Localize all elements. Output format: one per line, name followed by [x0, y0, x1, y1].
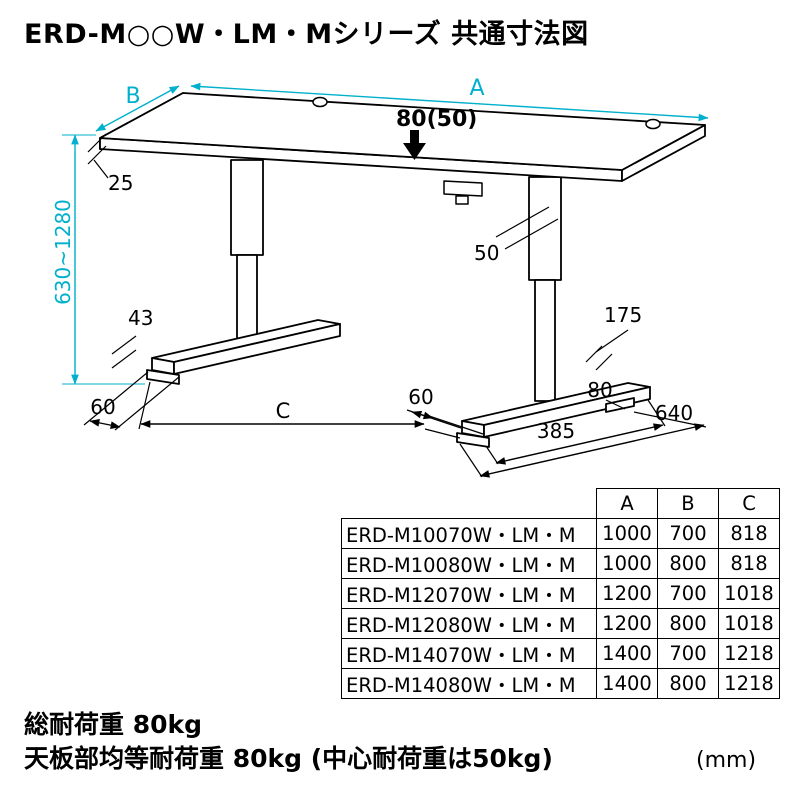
value-c: 1018 — [718, 578, 780, 609]
dim-label-feet-span: C — [276, 399, 291, 423]
dim-line-depth-b — [95, 85, 180, 132]
black-dimensions — [83, 133, 707, 478]
value-c: 1218 — [718, 638, 780, 669]
left-foot-front-pad — [146, 369, 180, 385]
value-c: 818 — [718, 518, 780, 549]
value-b: 800 — [657, 548, 719, 579]
model-name: ERD-M12080W・LM・M — [341, 608, 597, 639]
model-name: ERD-M10080W・LM・M — [341, 548, 597, 579]
model-name: ERD-M12070W・LM・M — [341, 578, 597, 609]
table-row: ERD-M12070W・LM・M 1200 700 1018 — [341, 578, 780, 609]
value-a: 1400 — [596, 638, 658, 669]
dim-label-depth-b: B — [125, 84, 140, 109]
controller-knob — [455, 195, 469, 205]
table-corner-cell — [341, 488, 597, 519]
table-header-row: A B C — [341, 488, 780, 519]
dim-label-foot-total: 640 — [655, 401, 693, 425]
table-row: ERD-M10070W・LM・M 1000 700 818 — [341, 518, 780, 549]
table-row: ERD-M14080W・LM・M 1400 800 1218 — [341, 668, 780, 699]
grommet-offset-marker — [403, 130, 426, 160]
value-b: 700 — [657, 578, 719, 609]
controller-box — [443, 180, 483, 197]
grommet-hole-right — [645, 118, 661, 130]
left-leg — [146, 159, 341, 385]
right-column-lower — [534, 279, 556, 402]
dim-label-width-a: A — [469, 76, 484, 101]
right-foot-rear-pad — [605, 397, 635, 413]
dim-label-front-pad-right: 60 — [408, 385, 433, 409]
grommet-hole-left — [312, 96, 328, 108]
dim-label-height-range: 630~1280 — [51, 199, 75, 305]
value-b: 700 — [657, 638, 719, 669]
dim-line-width-a — [190, 82, 709, 122]
desk-dimension-diagram: B A 630~1280 80(50) — [51, 76, 709, 478]
table-row: ERD-M12080W・LM・M 1200 800 1018 — [341, 608, 780, 639]
table-row: ERD-M10080W・LM・M 1000 800 818 — [341, 548, 780, 579]
value-b: 700 — [657, 518, 719, 549]
value-b: 800 — [657, 608, 719, 639]
value-a: 1200 — [596, 578, 658, 609]
value-a: 1200 — [596, 608, 658, 639]
dim-label-front-pad-left: 60 — [90, 395, 115, 419]
dim-label-foot-height: 43 — [128, 306, 153, 330]
dim-label-top-thickness: 25 — [108, 171, 133, 195]
dim-label-rear-pad: 80 — [587, 378, 612, 402]
value-a: 1400 — [596, 668, 658, 699]
table-header-a: A — [596, 488, 658, 519]
value-c: 1218 — [718, 668, 780, 699]
cyan-dimensions — [62, 82, 709, 385]
right-column-upper — [528, 176, 562, 281]
value-c: 1018 — [718, 608, 780, 639]
value-c: 818 — [718, 548, 780, 579]
model-name: ERD-M14080W・LM・M — [341, 668, 597, 699]
model-name: ERD-M14070W・LM・M — [341, 638, 597, 669]
value-a: 1000 — [596, 518, 658, 549]
unit-label: (mm) — [696, 748, 757, 773]
surface-load-note: 天板部均等耐荷重 80kg (中心耐荷重は50kg) — [24, 744, 553, 773]
value-a: 1000 — [596, 548, 658, 579]
left-foot-side — [173, 323, 341, 375]
dim-label-grommet-offset: 80(50) — [396, 107, 477, 132]
left-column-upper — [230, 159, 264, 256]
page-title: ERD-M○○W・LM・Mシリーズ 共通寸法図 — [24, 19, 589, 50]
model-name: ERD-M10070W・LM・M — [341, 518, 597, 549]
dim-label-rear-overhang: 175 — [604, 303, 642, 327]
total-load-note: 総耐荷重 80kg — [24, 710, 203, 739]
dim-label-foot-inner: 385 — [537, 419, 575, 443]
dim-label-column-depth: 50 — [474, 241, 499, 265]
dimension-table: A B C ERD-M10070W・LM・M 1000 700 818 ERD-… — [341, 488, 780, 699]
table-header-b: B — [657, 488, 719, 519]
table-row: ERD-M14070W・LM・M 1400 700 1218 — [341, 638, 780, 669]
desk-drawing — [99, 92, 706, 448]
left-column-lower — [236, 254, 258, 340]
load-capacity-notes: 総耐荷重 80kg 天板部均等耐荷重 80kg (中心耐荷重は50kg) — [24, 708, 553, 776]
table-header-c: C — [718, 488, 780, 519]
value-b: 800 — [657, 668, 719, 699]
